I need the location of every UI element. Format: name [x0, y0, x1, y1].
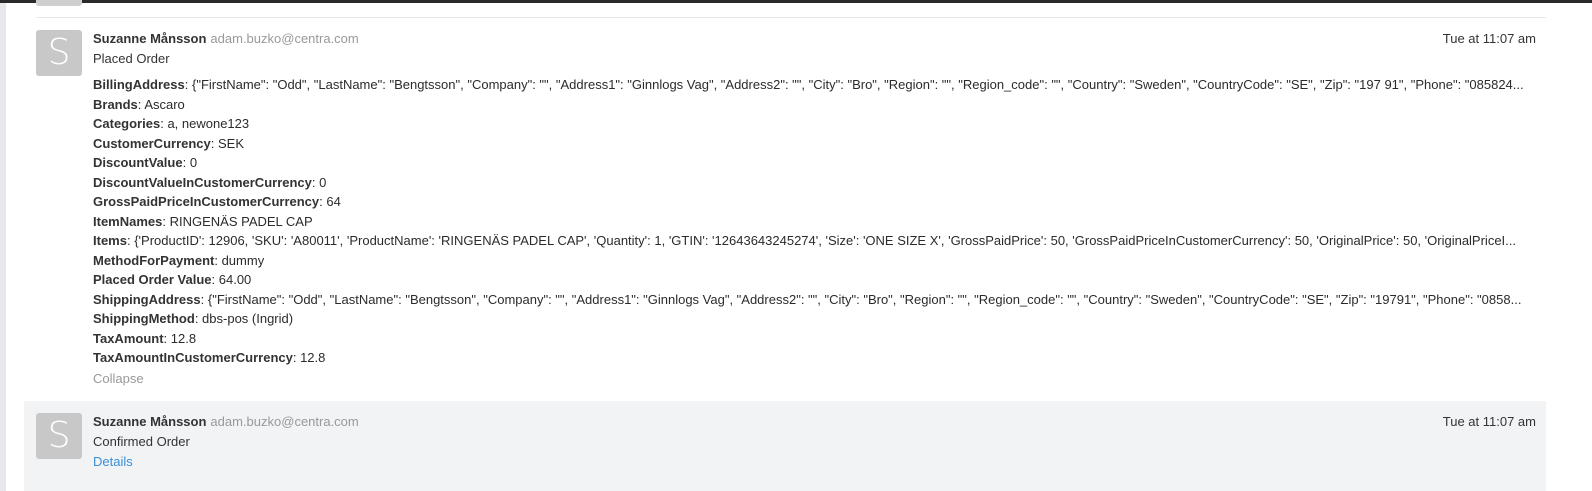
top-bar: [0, 0, 1592, 3]
property-row: ShippingMethod: dbs-pos (Ingrid): [93, 311, 294, 326]
event-properties: BillingAddress: {"FirstName": "Odd", "La…: [93, 75, 1533, 368]
property-row: DiscountValueInCustomerCurrency: 0: [93, 174, 327, 190]
collapse-link[interactable]: Collapse: [93, 371, 144, 386]
previous-avatar: [36, 0, 82, 6]
property-key: MethodForPayment: [93, 252, 215, 268]
property-value: a, newone123: [167, 116, 250, 131]
event-action: Placed Order: [93, 51, 170, 66]
property-row: Placed Order Value: 64.00: [93, 272, 252, 287]
property-value: {"FirstName": "Odd", "LastName": "Bengts…: [207, 291, 1522, 307]
property-row: ItemNames: RINGENÄS PADEL CAP: [93, 213, 313, 229]
property-value: RINGENÄS PADEL CAP: [169, 213, 313, 229]
divider: [36, 17, 1546, 18]
property-value: 12.8: [170, 330, 197, 346]
property-key: ItemNames: [93, 213, 163, 229]
property-key: ShippingAddress: [93, 291, 201, 307]
property-key: DiscountValueInCustomerCurrency: [93, 174, 312, 190]
property-key: TaxAmountInCustomerCurrency: [93, 350, 293, 365]
user-email: adam.buzko@centra.com: [210, 31, 359, 46]
user-name[interactable]: Suzanne Månsson: [93, 414, 207, 429]
property-key: DiscountValue: [93, 155, 183, 170]
property-value: 0: [319, 174, 327, 190]
property-key: TaxAmount: [93, 330, 164, 346]
property-value: {'ProductID': 12906, 'SKU': 'A80011', 'P…: [134, 233, 1516, 248]
details-link[interactable]: Details: [93, 454, 133, 469]
property-row: Items: {'ProductID': 12906, 'SKU': 'A800…: [93, 233, 1516, 248]
property-row: TaxAmount: 12.8: [93, 330, 197, 346]
property-key: Placed Order Value: [93, 272, 212, 287]
property-row: Categories: a, newone123: [93, 116, 250, 131]
user-email: adam.buzko@centra.com: [210, 414, 359, 429]
property-row: Brands: Ascaro: [93, 96, 185, 112]
timestamp: Tue at 11:07 am: [1442, 414, 1536, 429]
property-row: MethodForPayment: dummy: [93, 252, 265, 268]
property-value: dummy: [221, 252, 265, 268]
property-value: 0: [189, 155, 198, 170]
property-value: SEK: [218, 135, 245, 151]
property-key: BillingAddress: [93, 77, 185, 92]
property-key: CustomerCurrency: [93, 135, 211, 151]
property-value: dbs-pos (Ingrid): [202, 311, 294, 326]
property-key: Items: [93, 233, 127, 248]
property-value: Ascaro: [144, 96, 185, 112]
property-value: 64.00: [218, 272, 252, 287]
property-value: 12.8: [300, 350, 326, 365]
property-key: GrossPaidPriceInCustomerCurrency: [93, 194, 320, 209]
property-row: ShippingAddress: {"FirstName": "Odd", "L…: [93, 291, 1522, 307]
property-value: 64: [326, 194, 341, 209]
property-value: {"FirstName": "Odd", "LastName": "Bengts…: [191, 77, 1524, 92]
avatar: S: [36, 413, 82, 459]
property-key: ShippingMethod: [93, 311, 195, 326]
property-key: Categories: [93, 116, 161, 131]
property-key: Brands: [93, 96, 138, 112]
left-border: [0, 3, 6, 491]
avatar: S: [36, 30, 82, 76]
user-name[interactable]: Suzanne Månsson: [93, 31, 207, 46]
property-row: BillingAddress: {"FirstName": "Odd", "La…: [93, 77, 1524, 92]
property-row: DiscountValue: 0: [93, 155, 198, 170]
event-action: Confirmed Order: [93, 434, 190, 449]
property-row: TaxAmountInCustomerCurrency: 12.8: [93, 350, 326, 365]
property-row: CustomerCurrency: SEK: [93, 135, 245, 151]
timestamp: Tue at 11:07 am: [1442, 31, 1536, 46]
property-row: GrossPaidPriceInCustomerCurrency: 64: [93, 194, 341, 209]
